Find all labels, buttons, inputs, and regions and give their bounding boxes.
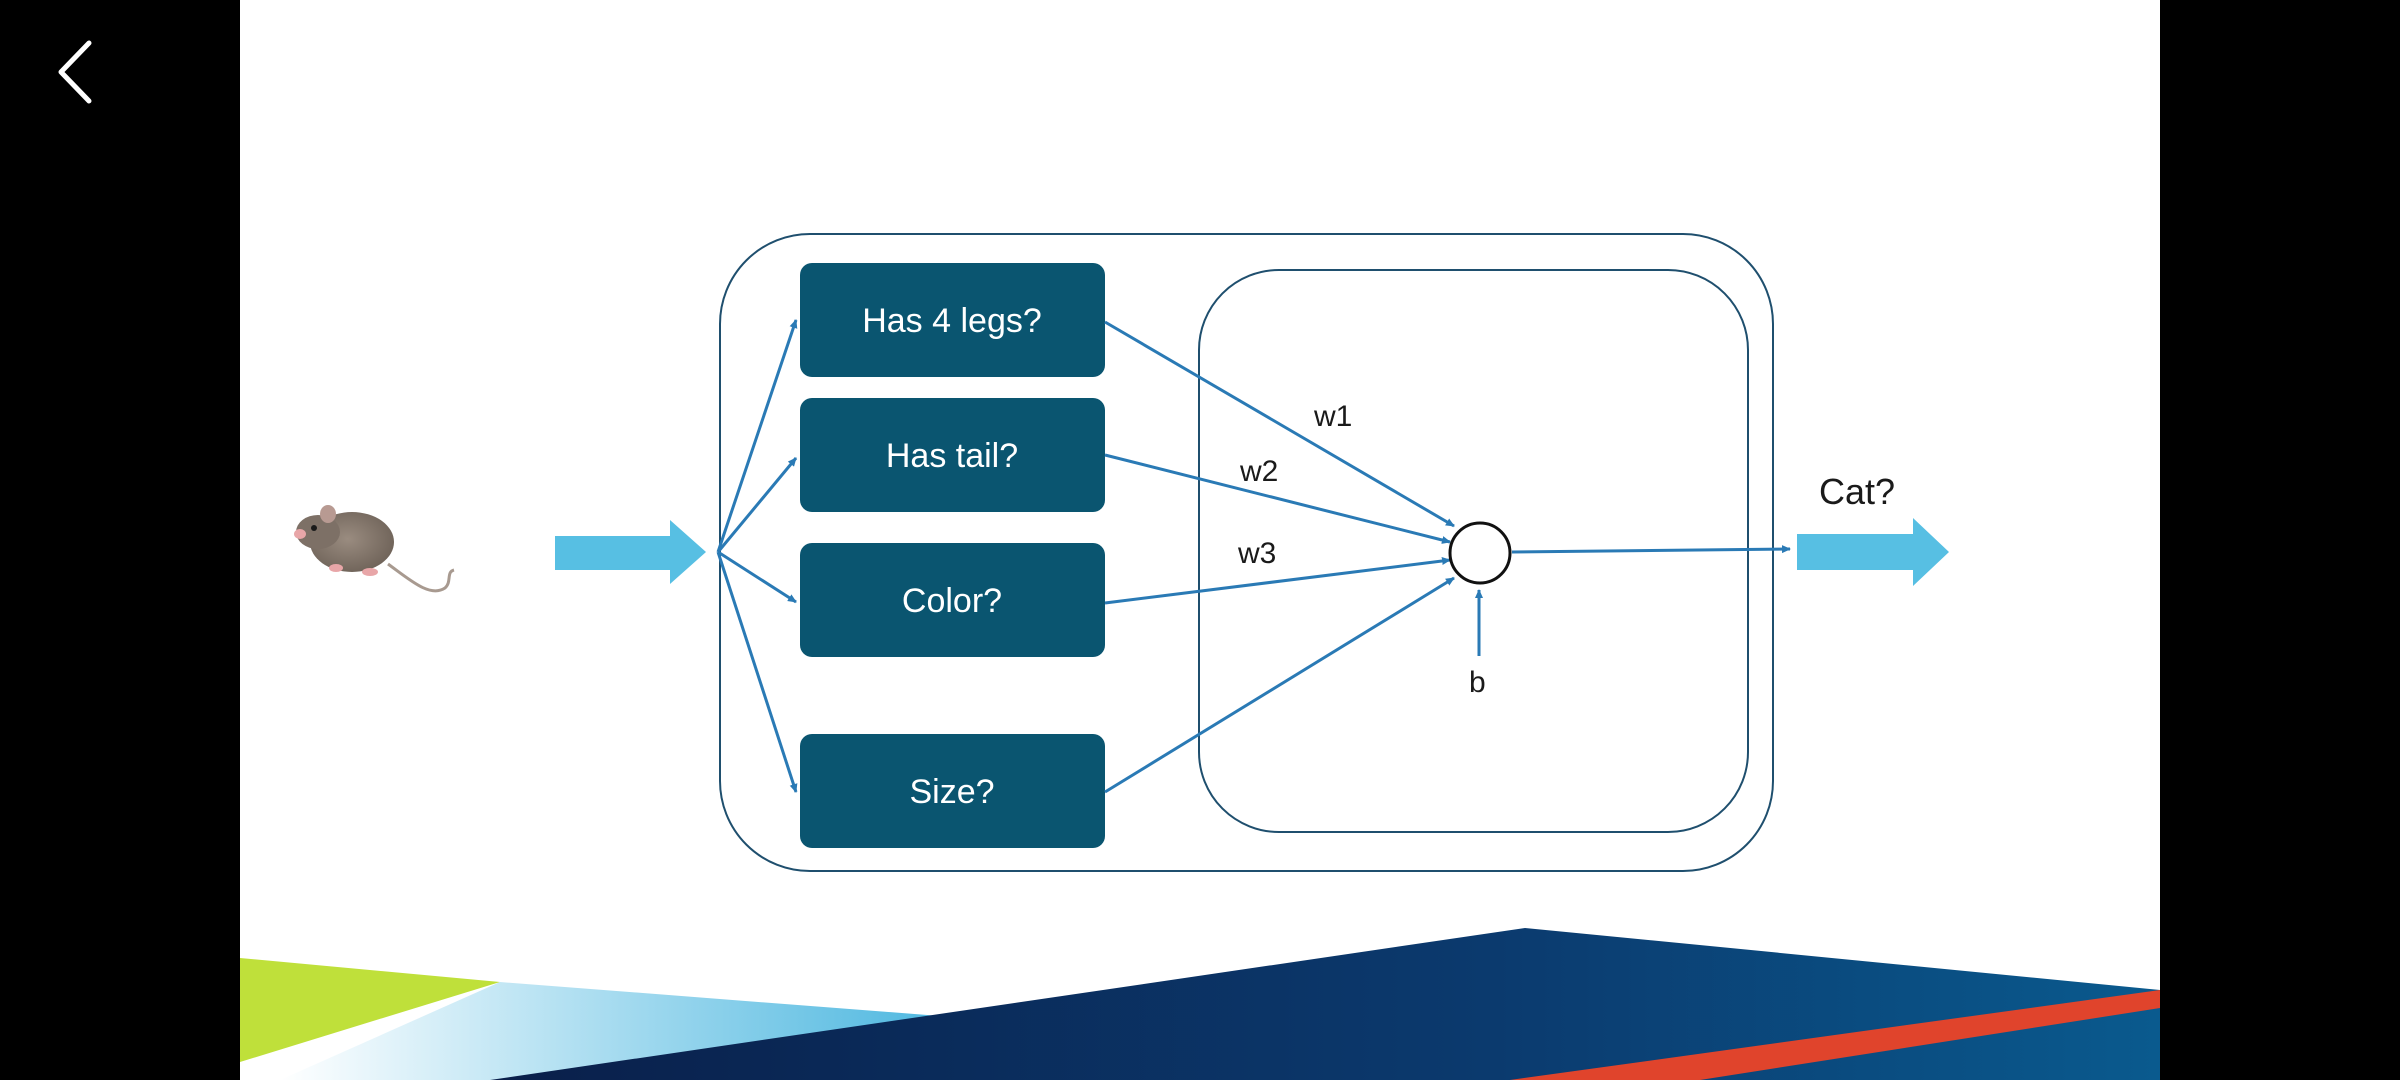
weighted-connections (1104, 320, 1455, 794)
rat-image (294, 505, 455, 593)
bias-label: b (1469, 666, 1486, 699)
back-button[interactable] (40, 30, 112, 114)
output-connection (1511, 545, 1791, 554)
weight-label-w3: w3 (1237, 537, 1276, 570)
feature-label-color: Color? (902, 582, 1002, 620)
weight-label-w1: w1 (1313, 400, 1352, 433)
neuron-node (1448, 521, 1512, 585)
input-arrow (555, 520, 706, 584)
output-arrow (1797, 518, 1949, 586)
feature-box-tail: Has tail? (800, 398, 1105, 512)
slide: Has 4 legs? Has tail? Color? Size? w1 w2… (240, 0, 2160, 1080)
feature-label-tail: Has tail? (886, 437, 1018, 475)
bottom-banner (240, 928, 2160, 1080)
chevron-left-icon (58, 40, 92, 104)
feature-box-legs: Has 4 legs? (800, 263, 1105, 377)
perceptron-diagram: Has 4 legs? Has tail? Color? Size? w1 w2… (240, 233, 2160, 1080)
input-connections (716, 319, 798, 793)
feature-box-size: Size? (800, 734, 1105, 848)
weight-label-w2: w2 (1239, 455, 1278, 488)
feature-label-legs: Has 4 legs? (862, 302, 1042, 340)
neuron-frame (1198, 269, 1749, 833)
output-label: Cat? (1819, 471, 1895, 512)
feature-box-color: Color? (800, 543, 1105, 657)
feature-label-size: Size? (909, 773, 994, 811)
